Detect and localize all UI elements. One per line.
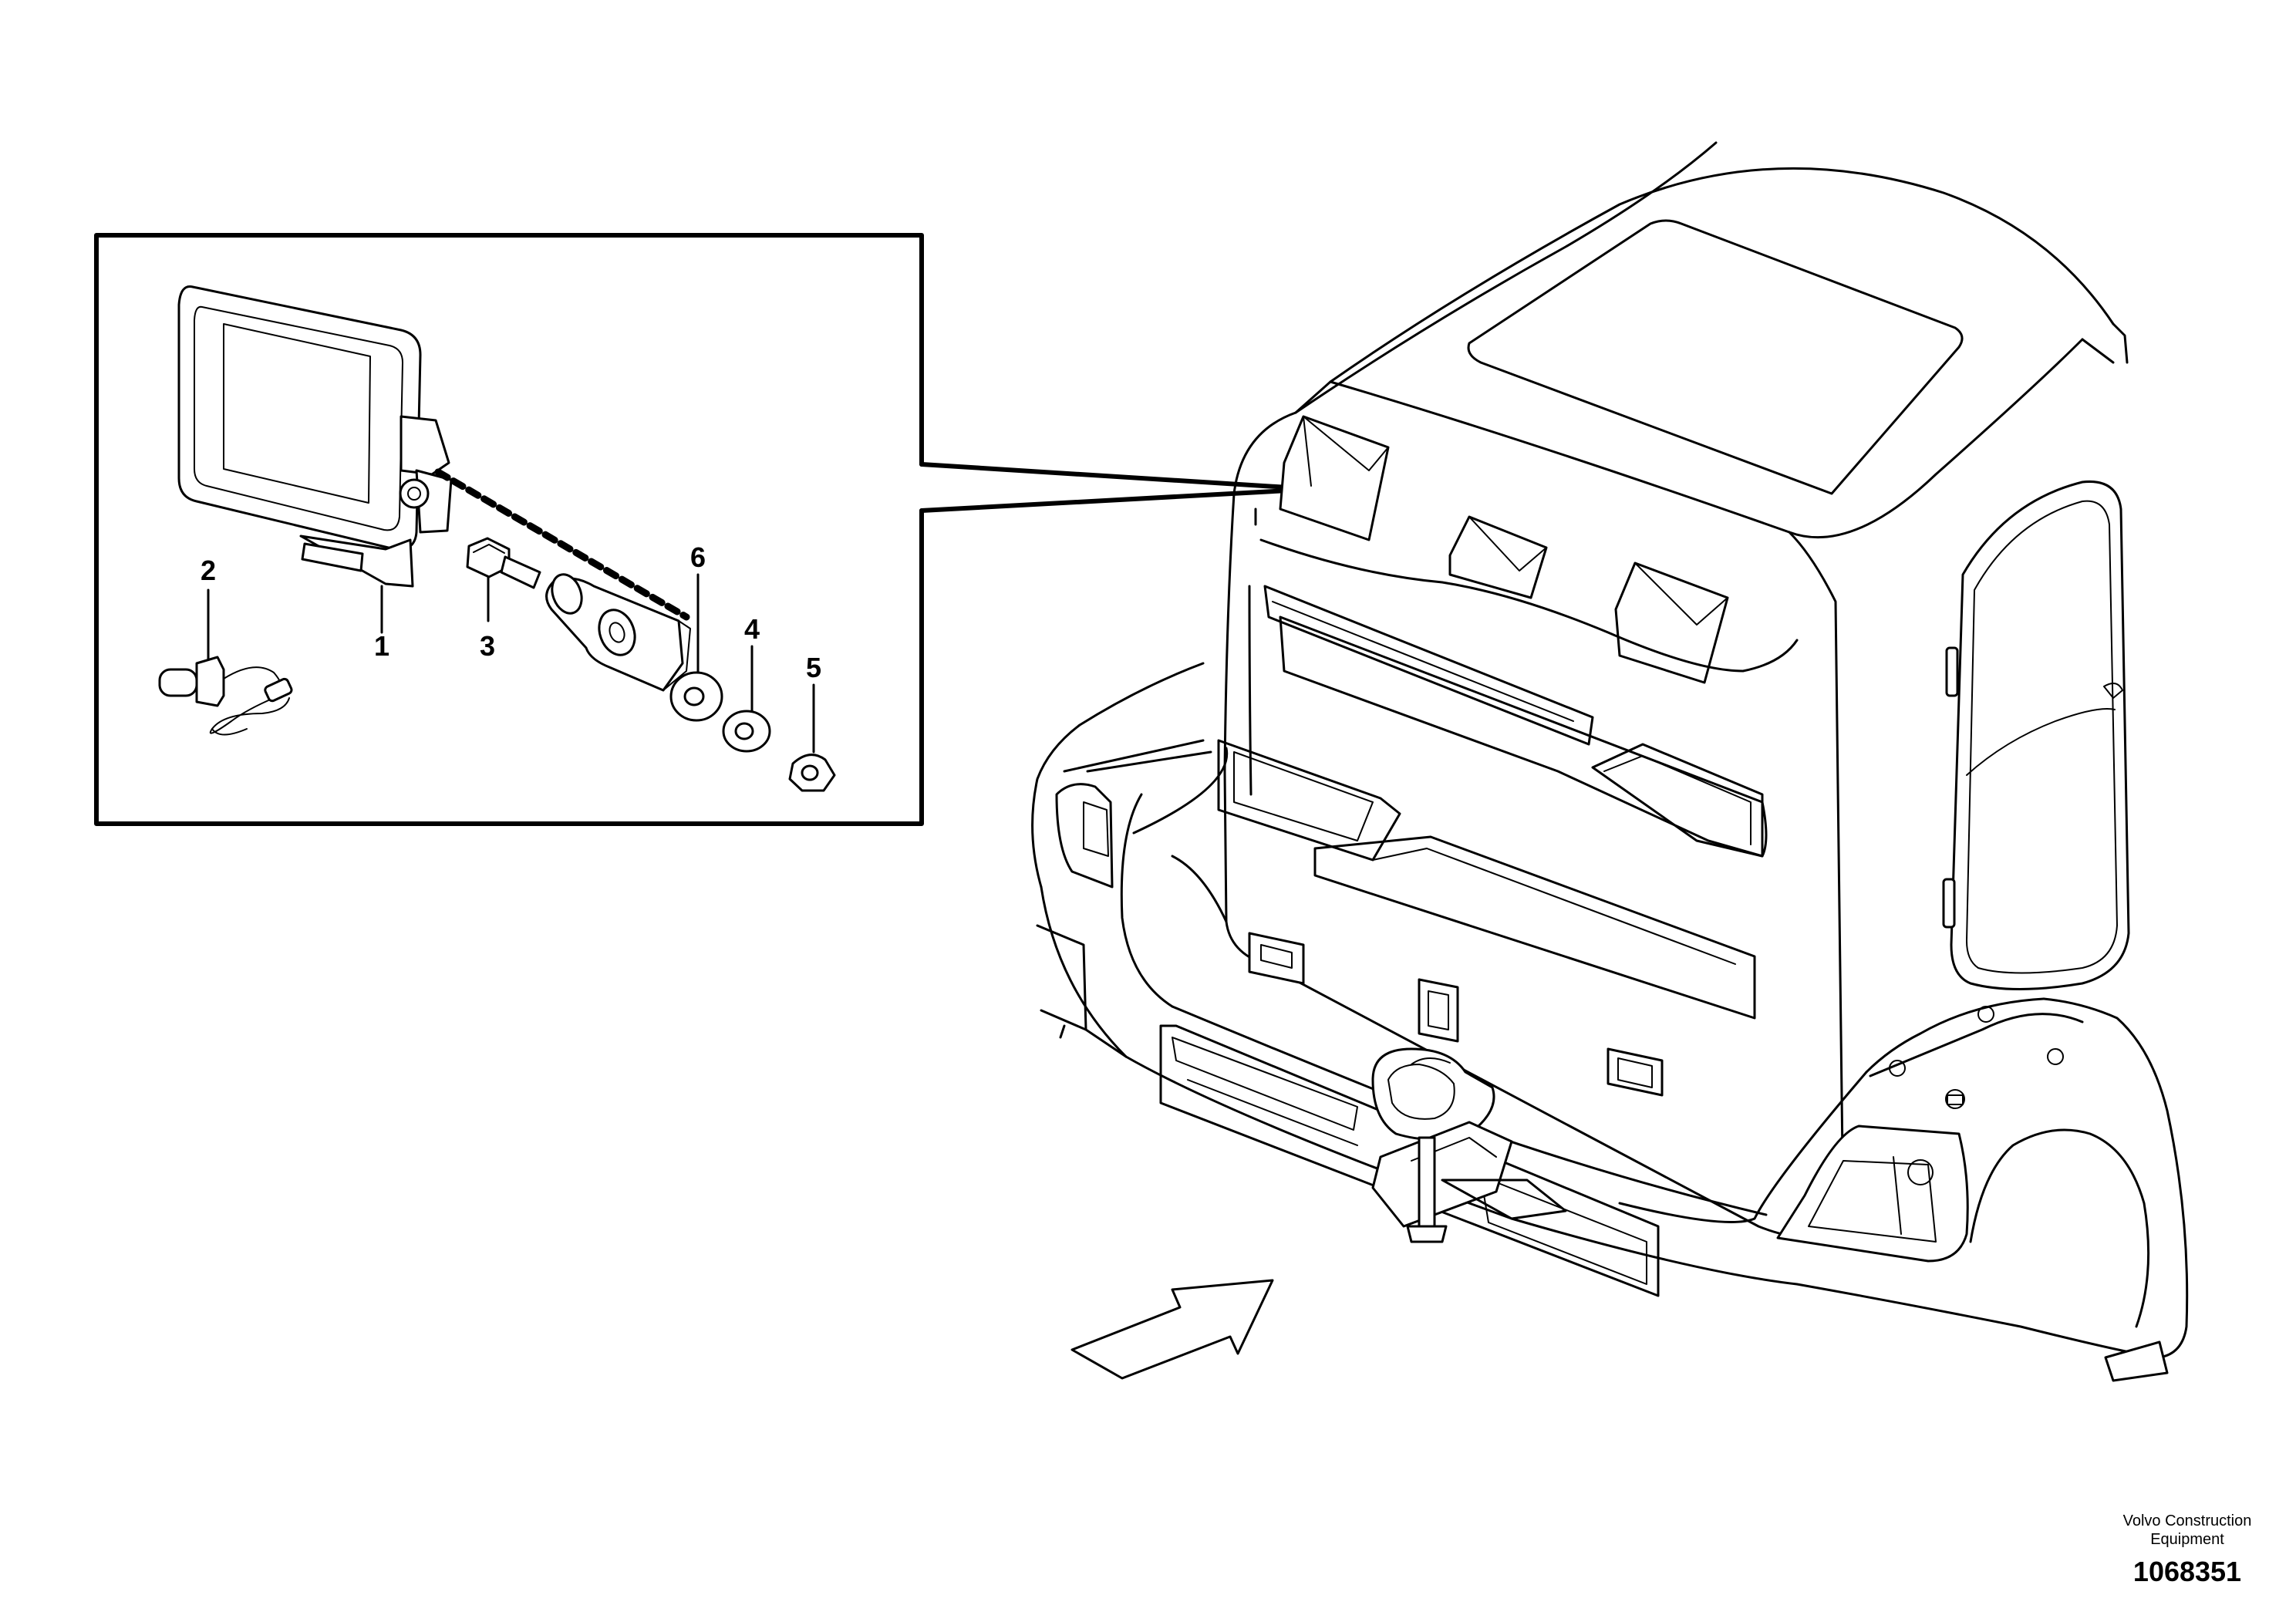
callout-6: 6 xyxy=(690,541,706,573)
view-direction-arrow xyxy=(1070,1279,1274,1380)
drawing-number: 1068351 xyxy=(2133,1556,2241,1587)
bolt xyxy=(466,537,541,589)
work-lamp xyxy=(177,285,453,588)
callout-5: 5 xyxy=(806,652,821,683)
washer-small xyxy=(722,645,771,753)
machine-cab xyxy=(1217,141,2130,1238)
callout-2: 2 xyxy=(201,555,216,586)
nut xyxy=(788,683,836,792)
callout-1: 1 xyxy=(374,630,389,662)
callout-4: 4 xyxy=(744,613,760,645)
manufacturer-line-2: Equipment xyxy=(2150,1531,2224,1548)
callout-leaders xyxy=(207,575,490,661)
mounting-bracket xyxy=(545,573,691,692)
wire-path xyxy=(434,468,690,621)
counterweight xyxy=(1031,662,2189,1382)
manufacturer-line-1: Volvo Construction xyxy=(2123,1512,2252,1529)
bulb-assembly xyxy=(158,656,293,736)
washer-large xyxy=(669,573,723,722)
callout-3: 3 xyxy=(480,630,495,662)
detail-inset xyxy=(94,233,1290,826)
